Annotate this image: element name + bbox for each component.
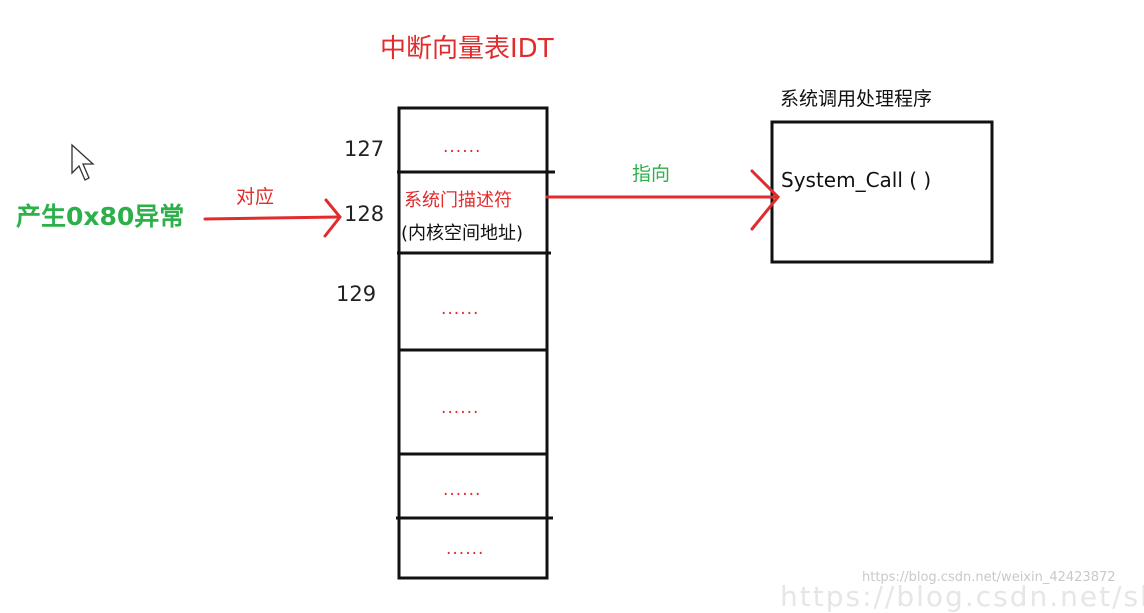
gate-address-label: (内核空间地址)	[401, 223, 524, 244]
map-label: 对应	[236, 186, 275, 208]
entry-ellipsis: ......	[443, 137, 482, 157]
entry-ellipsis: ......	[446, 539, 485, 559]
watermark: https://blog.csdn.net/weixin_42423872	[862, 570, 1116, 585]
entry-ellipsis: ......	[441, 398, 480, 418]
index-129: 129	[336, 282, 377, 306]
gate-descriptor-label: 系统门描述符	[404, 190, 512, 211]
point-label: 指向	[632, 163, 671, 185]
exception-arrow	[203, 198, 342, 238]
mouse-pointer-icon	[71, 143, 95, 181]
idt-title: 中断向量表IDT	[380, 34, 554, 64]
idt-table	[397, 106, 549, 580]
entry-ellipsis: ......	[443, 480, 482, 500]
index-127: 127	[344, 137, 385, 161]
entry-ellipsis: ......	[441, 299, 480, 319]
exception-label: 产生0x80异常	[16, 202, 185, 231]
diagram-canvas	[71, 106, 994, 580]
index-128: 128	[344, 202, 385, 226]
handler-title: 系统调用处理程序	[780, 88, 933, 110]
handler-box	[770, 120, 994, 264]
pointer-arrow	[545, 169, 781, 231]
handler-function: System_Call ( )	[781, 168, 932, 192]
